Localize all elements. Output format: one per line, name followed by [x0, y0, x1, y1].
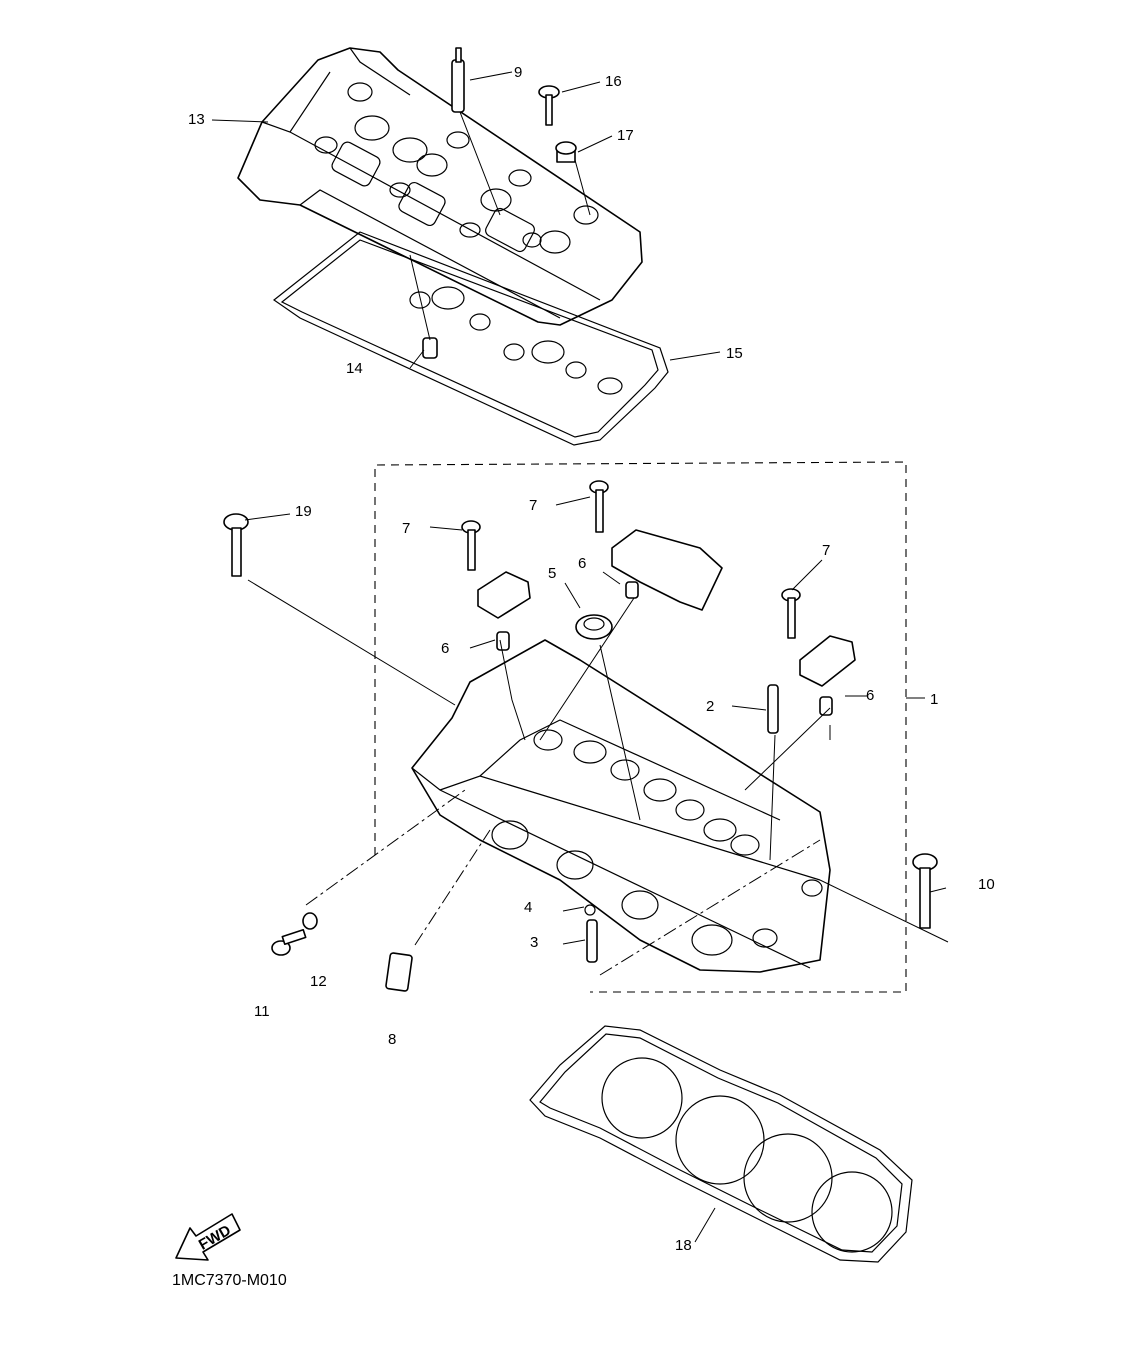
assembly-boundary — [374, 461, 907, 993]
callout-19: 19 — [295, 503, 312, 520]
callout-1: 1 — [930, 691, 938, 708]
callout-17: 17 — [617, 127, 634, 144]
callout-16: 16 — [605, 73, 622, 90]
callout-14: 14 — [346, 360, 363, 377]
dowel-center — [625, 581, 639, 599]
callout-12: 12 — [310, 973, 327, 990]
fwd-arrow-icon: FWD — [175, 1213, 241, 1261]
flange-bolt-11 — [271, 928, 307, 956]
callout-3: 3 — [530, 934, 538, 951]
callout-7-center: 7 — [529, 497, 537, 514]
camshaft-cap-center — [611, 529, 723, 611]
cylinder-head-gasket — [529, 1025, 913, 1263]
circlip — [584, 904, 596, 916]
cylinder-head-cover — [237, 47, 643, 326]
callout-8: 8 — [388, 1031, 396, 1048]
spark-plug — [451, 47, 465, 113]
stud-bolt-8 — [385, 952, 413, 992]
cover-dowel — [422, 337, 438, 359]
callout-6-left: 6 — [441, 640, 449, 657]
callout-7-left: 7 — [402, 520, 410, 537]
grommet — [555, 141, 577, 163]
head-bolt-19 — [223, 513, 249, 577]
cylinder-head — [411, 639, 831, 973]
part-code: 1MC7370-M010 — [172, 1272, 287, 1289]
callout-13: 13 — [188, 111, 205, 128]
head-cover-gasket — [272, 231, 669, 446]
callout-9: 9 — [514, 64, 522, 81]
callout-11: 11 — [254, 1003, 270, 1020]
cover-bolt — [538, 85, 560, 126]
callout-2: 2 — [706, 698, 714, 715]
valve-guide — [767, 684, 779, 734]
callout-labels: 1 2 3 4 5 6 6 6 7 7 7 8 9 10 11 12 13 14… — [188, 64, 995, 1254]
callout-4: 4 — [524, 899, 532, 916]
callout-15: 15 — [726, 345, 743, 362]
callout-6-center: 6 — [578, 555, 586, 572]
head-bolt-10 — [912, 853, 938, 929]
guide-stud — [586, 919, 598, 963]
camshaft-cap-right — [799, 635, 856, 687]
callout-10: 10 — [978, 876, 995, 893]
washer-12 — [302, 912, 318, 930]
dowel-left — [496, 631, 510, 651]
camshaft-cap-left — [477, 571, 531, 619]
callout-7-right: 7 — [822, 542, 830, 559]
dowel-right — [819, 696, 833, 716]
cap-bolt-right — [781, 588, 801, 639]
cap-bolt-left — [461, 520, 481, 571]
callout-18: 18 — [675, 1237, 692, 1254]
threaded-plug — [575, 614, 613, 640]
cap-bolt-center — [589, 480, 609, 533]
callout-6-right: 6 — [866, 687, 874, 704]
callout-5: 5 — [548, 565, 556, 582]
